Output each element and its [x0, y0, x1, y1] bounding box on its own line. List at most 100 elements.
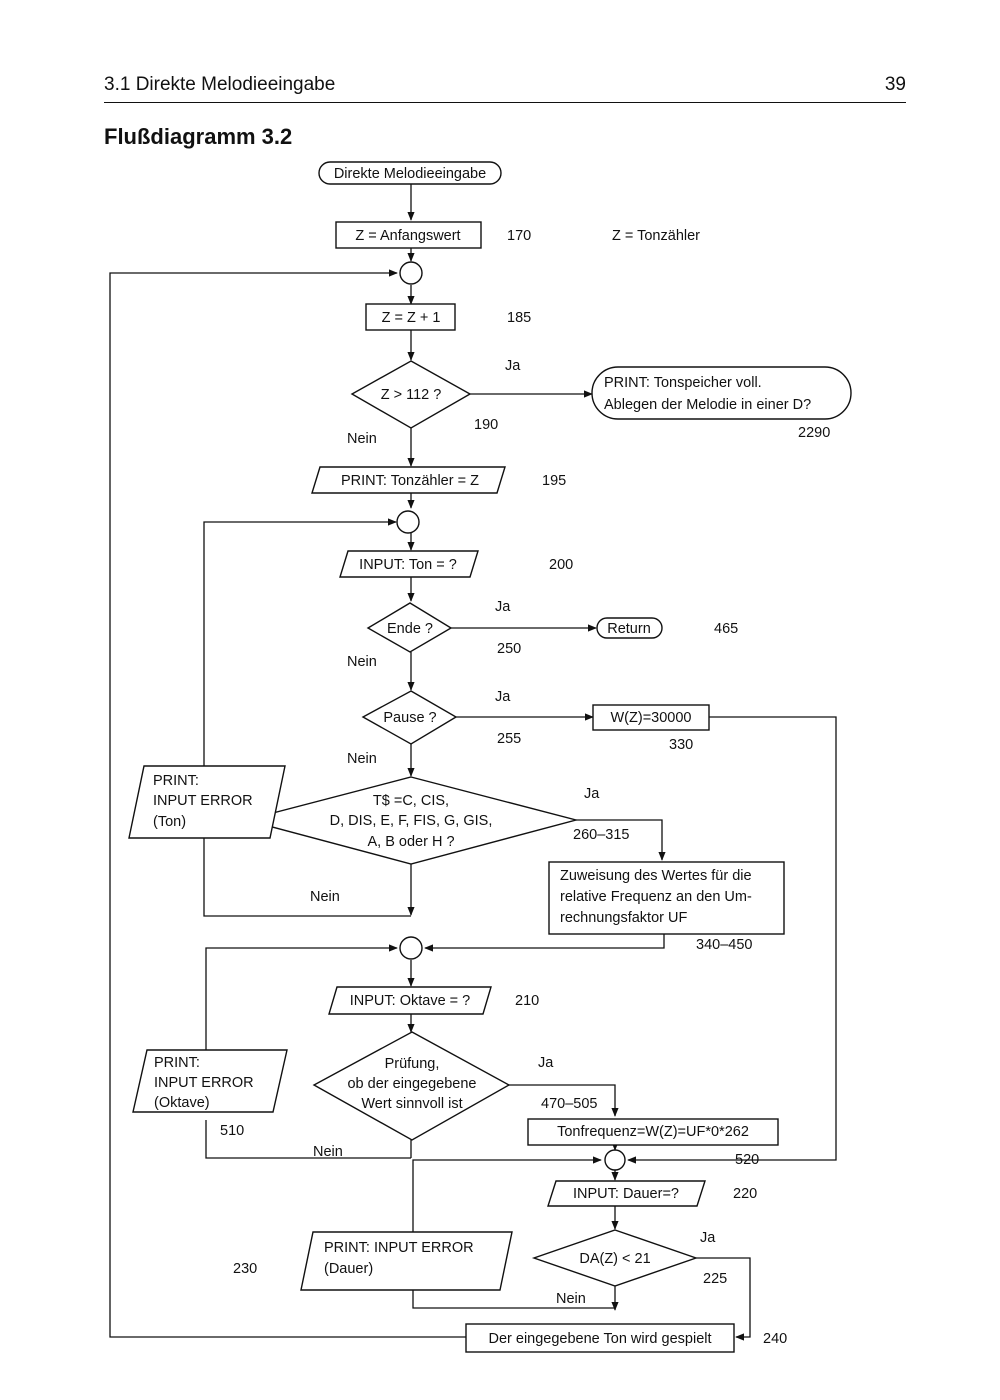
ton-check-diamond — [243, 776, 579, 865]
no-label: Nein — [313, 1144, 343, 1160]
merge-4 — [604, 1149, 626, 1171]
err-dauer-label-1: PRINT: INPUT ERROR — [324, 1240, 474, 1256]
err-okt-para — [132, 1049, 288, 1113]
line-number: 210 — [515, 993, 539, 1009]
line-number: 520 — [735, 1152, 759, 1168]
input-oktave-label: INPUT: Oktave = ? — [350, 993, 470, 1009]
return-label: Return — [607, 621, 651, 637]
print-counter-label: PRINT: Tonzähler = Z — [341, 473, 479, 489]
err-okt-label-2: INPUT ERROR — [154, 1075, 254, 1091]
input-dauer-para — [547, 1180, 706, 1207]
assign-box — [548, 861, 785, 935]
yes-label: Ja — [538, 1055, 554, 1071]
connectors — [109, 184, 837, 1341]
z-inc-label: Z = Z + 1 — [382, 310, 441, 326]
section-title: 3.1 Direkte Melodieeingabe — [104, 74, 336, 95]
full-label-2: Ablegen der Melodie in einer D? — [604, 397, 811, 413]
yes-label: Ja — [505, 358, 521, 374]
line-number: 470–505 — [541, 1096, 597, 1112]
full-label-1: PRINT: Tonspeicher voll. — [604, 375, 762, 391]
edge-err-okt-loop — [205, 1120, 411, 1159]
yes-label: Ja — [584, 786, 600, 802]
okt-check-diamond — [312, 1031, 511, 1141]
w-pause-box — [592, 704, 710, 731]
ton-check-label-2: D, DIS, E, F, FIS, G, GIS, — [330, 813, 493, 829]
z-init-box — [335, 221, 482, 249]
edge-err-ton-loop — [203, 838, 411, 917]
okt-check-label-1: Prüfung, — [385, 1056, 440, 1072]
no-label: Nein — [347, 431, 377, 447]
line-number: 195 — [542, 473, 566, 489]
line-number: 255 — [497, 731, 521, 747]
input-dauer-label: INPUT: Dauer=? — [573, 1186, 679, 1202]
ende-label: Ende ? — [387, 621, 433, 637]
err-ton-para — [128, 765, 286, 839]
no-label: Nein — [556, 1291, 586, 1307]
ende-diamond — [366, 602, 453, 653]
line-number: 465 — [714, 621, 738, 637]
line-number: 260–315 — [573, 827, 629, 843]
pause-label: Pause ? — [383, 710, 436, 726]
tonfreq-label: Tonfrequenz=W(Z)=UF*0*262 — [557, 1124, 749, 1140]
okt-check-label-2: ob der eingegebene — [347, 1076, 476, 1092]
page-number: 39 — [884, 74, 906, 95]
edge-assign-merge3 — [424, 934, 665, 952]
line-number: 240 — [763, 1331, 787, 1347]
line-number: 200 — [549, 557, 573, 573]
ton-check-label-3: A, B oder H ? — [367, 834, 454, 850]
z-init-label: Z = Anfangswert — [355, 228, 460, 244]
input-ton-para — [339, 550, 479, 578]
print-counter-para — [311, 466, 506, 494]
dauer-check-label: DA(Z) < 21 — [579, 1251, 650, 1267]
edge-err-dauer-up — [412, 1156, 602, 1232]
input-ton-label: INPUT: Ton = ? — [359, 557, 457, 573]
z-check-diamond — [350, 360, 472, 429]
line-number: 220 — [733, 1186, 757, 1202]
assign-label-1: Zuweisung des Wertes für die — [560, 868, 752, 884]
err-dauer-para — [300, 1231, 513, 1291]
node-labels: Direkte Melodieeingabe Z = Anfangswert Z… — [153, 166, 811, 1347]
merge-2 — [396, 510, 420, 534]
err-okt-label-3: (Oktave) — [154, 1095, 210, 1111]
yes-label: Ja — [495, 599, 511, 615]
err-ton-label-3: (Ton) — [153, 814, 186, 830]
page-header: 3.1 Direkte Melodieeingabe 39 — [104, 72, 906, 103]
merge-3 — [399, 936, 423, 960]
pause-diamond — [361, 690, 458, 745]
line-number: 2290 — [798, 425, 830, 441]
yes-label: Ja — [700, 1230, 716, 1246]
okt-check-label-3: Wert sinnvoll ist — [361, 1096, 462, 1112]
dauer-check-diamond — [531, 1229, 699, 1287]
assign-label-2: relative Frequenz an den Um- — [560, 889, 752, 905]
assign-label-3: rechnungsfaktor UF — [560, 910, 687, 926]
merge-1 — [399, 261, 423, 285]
z-check-label: Z > 112 ? — [381, 387, 442, 403]
tonfreq-box — [527, 1118, 779, 1146]
line-number: 225 — [703, 1271, 727, 1287]
edge-err-ton-up — [203, 518, 397, 766]
edge-okt-yes — [509, 1084, 619, 1117]
err-ton-label-1: PRINT: — [153, 773, 199, 789]
edge-dauer-yes — [696, 1257, 751, 1341]
line-number: 185 — [507, 310, 531, 326]
err-okt-label-1: PRINT: — [154, 1055, 200, 1071]
return-terminal — [596, 617, 663, 639]
full-terminal — [591, 366, 852, 420]
line-number: 250 — [497, 641, 521, 657]
yes-label: Ja — [495, 689, 511, 705]
line-number: 510 — [220, 1123, 244, 1139]
edge-w-to-merge4 — [627, 716, 837, 1164]
start-label: Direkte Melodieeingabe — [334, 166, 486, 182]
z-meaning-note: Z = Tonzähler — [612, 228, 700, 244]
no-label: Nein — [347, 751, 377, 767]
line-numbers: 170 185 190 2290 195 200 250 465 255 330… — [220, 228, 830, 1347]
no-label: Nein — [347, 654, 377, 670]
input-oktave-para — [328, 986, 492, 1015]
err-dauer-label-2: (Dauer) — [324, 1261, 373, 1277]
line-number: 330 — [669, 737, 693, 753]
err-ton-label-2: INPUT ERROR — [153, 793, 253, 809]
w-pause-label: W(Z)=30000 — [611, 710, 692, 726]
no-label: Nein — [310, 889, 340, 905]
play-box — [465, 1323, 735, 1353]
